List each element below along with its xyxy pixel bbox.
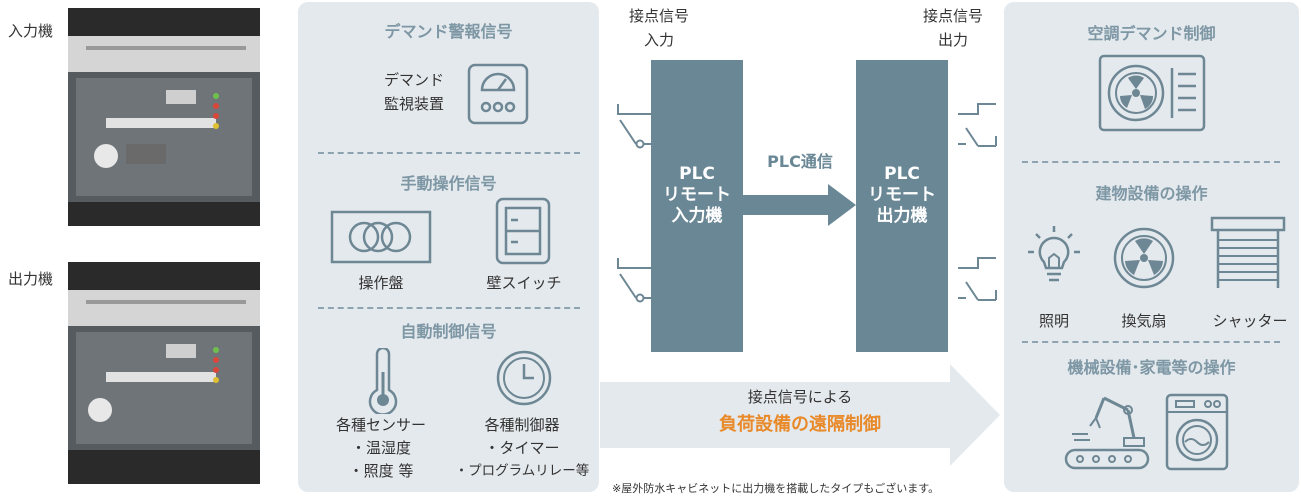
ventilation-fan-icon	[1113, 227, 1175, 289]
output-switch-bottom-icon	[958, 257, 997, 301]
contact-output-label: 接点信号 出力	[908, 4, 998, 52]
plc-comm-label: PLC通信	[767, 152, 833, 171]
clock-icon	[496, 350, 552, 406]
plc-output-text: PLC リモート 出力機	[856, 164, 948, 227]
left-divider-1	[318, 152, 580, 154]
plc-input-line2: リモート	[663, 185, 731, 205]
contact-output-line2: 出力	[937, 31, 968, 49]
plc-input-unit	[651, 60, 743, 352]
shutter-label: シャッター	[1212, 312, 1288, 330]
lighting-label: 照明	[1038, 312, 1069, 330]
auto-control-title: 自動制御信号	[400, 322, 497, 341]
plc-input-line1: PLC	[679, 164, 715, 184]
ventilation-fan-label: 換気扇	[1121, 312, 1167, 330]
footnote: ※屋外防水キャビネットに出力機を搭載したタイプもございます。	[612, 482, 940, 495]
plc-output-line2: リモート	[868, 185, 936, 205]
shutter-icon	[1210, 216, 1286, 288]
input-device-image	[68, 8, 260, 226]
output-device-image	[68, 262, 260, 484]
remote-control-line2: 負荷設備の遠隔制御	[719, 414, 881, 435]
wall-switch-label: 壁スイッチ	[486, 274, 562, 292]
input-switch-top-icon	[617, 104, 652, 149]
ac-demand-title: 空調デマンド制御	[1087, 24, 1216, 43]
wall-switch-icon	[495, 197, 551, 265]
input-device-label: 入力機	[8, 22, 54, 40]
output-switch-top-icon	[958, 103, 997, 147]
thermometer-icon	[368, 348, 398, 414]
controller-line2: ・タイマー	[484, 439, 560, 457]
operation-panel-icon	[330, 210, 432, 264]
contact-input-line1: 接点信号	[628, 7, 689, 25]
contact-input-label: 接点信号 入力	[614, 4, 704, 52]
building-equipment-title: 建物設備の操作	[1095, 184, 1208, 203]
right-divider-2	[1022, 341, 1280, 343]
controller-label: 各種制御器 ・タイマー ・プログラムリレー等	[448, 414, 596, 483]
contact-output-line1: 接点信号	[922, 7, 983, 25]
washing-machine-icon	[1165, 393, 1229, 471]
operation-panel-label: 操作盤	[358, 274, 404, 292]
demand-alarm-title: デマンド警報信号	[384, 22, 513, 41]
right-divider-1	[1022, 161, 1280, 163]
plc-input-line3: 入力機	[671, 206, 723, 226]
air-conditioner-icon	[1098, 54, 1206, 132]
controller-line1: 各種制御器	[484, 416, 560, 434]
sensor-line1: 各種センサー	[335, 416, 426, 434]
lightbulb-icon	[1028, 226, 1080, 282]
plc-output-line3: 出力機	[876, 206, 928, 226]
left-divider-2	[318, 307, 580, 309]
input-switch-bottom-icon	[617, 258, 652, 303]
remote-control-line1: 接点信号による	[747, 388, 853, 406]
plc-comm-arrow-icon	[742, 184, 856, 226]
demand-monitor-icon	[467, 63, 529, 125]
controller-line3: ・プログラムリレー等	[454, 463, 590, 479]
sensor-label: 各種センサー ・温湿度 ・照度 等	[322, 414, 440, 483]
machinery-title: 機械設備･家電等の操作	[1067, 358, 1236, 377]
sensor-line2: ・温湿度	[350, 439, 411, 457]
robot-arm-icon	[1064, 396, 1150, 470]
plc-output-line1: PLC	[884, 164, 920, 184]
demand-device-label: デマンド 監視装置	[364, 68, 464, 116]
manual-op-title: 手動操作信号	[400, 174, 497, 193]
plc-output-unit	[856, 60, 948, 352]
demand-device-line2: 監視装置	[383, 95, 444, 113]
output-device-label: 出力機	[8, 270, 54, 288]
contact-input-line2: 入力	[643, 31, 674, 49]
sensor-line3: ・照度 等	[348, 462, 414, 480]
demand-device-line1: デマンド	[383, 71, 444, 89]
remote-control-arrow-icon	[600, 364, 1000, 466]
plc-input-text: PLC リモート 入力機	[651, 164, 743, 227]
